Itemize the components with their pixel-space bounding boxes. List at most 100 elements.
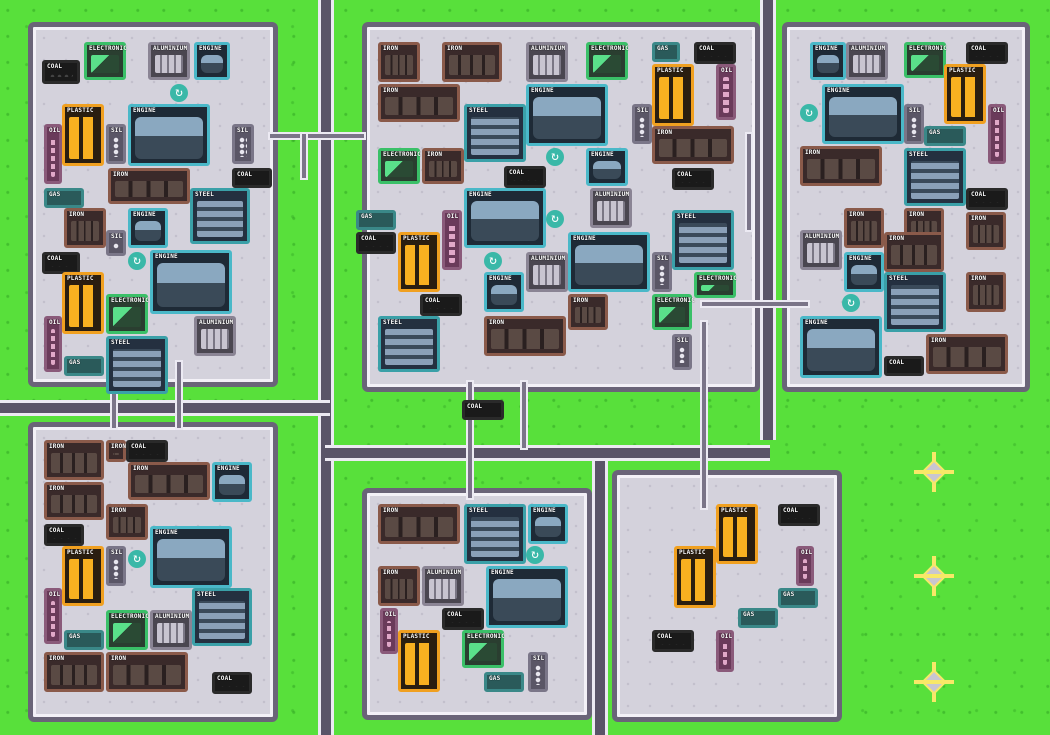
building-iron[interactable]: IRON	[108, 168, 190, 204]
building-sil[interactable]: SIL	[632, 104, 652, 144]
building-aluminium[interactable]: ALUMINIUM	[800, 230, 842, 270]
building-electronic[interactable]: ELECTRONIC	[106, 610, 149, 650]
building-aluminium[interactable]: ALUMINIUM	[194, 316, 236, 356]
building-coal[interactable]: COAL	[42, 60, 80, 84]
building-iron[interactable]: IRON	[652, 126, 734, 164]
building-steel[interactable]: STEEL	[192, 588, 252, 646]
building-aluminium[interactable]: ALUMINIUM	[846, 42, 888, 80]
building-engine[interactable]: ENGINE	[484, 272, 524, 312]
building-plastic[interactable]: PLASTIC	[62, 104, 104, 166]
building-oil[interactable]: OIL	[44, 316, 62, 372]
building-gas[interactable]: GAS	[44, 188, 84, 208]
building-coal[interactable]: COAL	[420, 294, 462, 316]
build-marker-icon[interactable]	[914, 452, 954, 492]
building-steel[interactable]: STEEL	[884, 272, 946, 332]
building-iron[interactable]: IRON	[44, 482, 104, 520]
building-sil[interactable]: SIL	[106, 230, 126, 256]
building-iron[interactable]: IRON	[64, 208, 106, 248]
building-sil[interactable]: SIL	[904, 104, 924, 144]
building-engine[interactable]: ENGINE	[486, 566, 568, 628]
building-iron[interactable]: IRON	[422, 148, 464, 184]
building-iron[interactable]: IRON	[378, 42, 420, 82]
building-coal[interactable]: COAL	[462, 400, 504, 420]
building-coal[interactable]: COAL	[212, 672, 252, 694]
building-gas[interactable]: GAS	[356, 210, 396, 230]
building-engine[interactable]: ENGINE	[526, 84, 608, 146]
building-iron[interactable]: IRON	[378, 566, 420, 606]
building-oil[interactable]: OIL	[716, 630, 734, 672]
building-steel[interactable]: STEEL	[672, 210, 734, 270]
building-engine[interactable]: ENGINE	[194, 42, 230, 80]
building-engine[interactable]: ENGINE	[586, 148, 628, 186]
building-plastic[interactable]: PLASTIC	[944, 64, 986, 124]
building-engine[interactable]: ENGINE	[128, 104, 210, 166]
building-iron[interactable]: IRON	[44, 652, 104, 692]
building-plastic[interactable]: PLASTIC	[62, 546, 104, 606]
building-oil[interactable]: OIL	[716, 64, 736, 120]
building-sil[interactable]: SIL	[106, 124, 126, 164]
building-plastic[interactable]: PLASTIC	[398, 232, 440, 292]
building-coal[interactable]: COAL	[966, 188, 1008, 210]
building-sil[interactable]: SIL	[652, 252, 672, 292]
building-engine[interactable]: ENGINE	[212, 462, 252, 502]
building-coal[interactable]: COAL	[672, 168, 714, 190]
building-steel[interactable]: STEEL	[378, 316, 440, 372]
building-gas[interactable]: GAS	[64, 630, 104, 650]
building-coal[interactable]: COAL	[42, 252, 80, 274]
building-steel[interactable]: STEEL	[464, 104, 526, 162]
building-aluminium[interactable]: ALUMINIUM	[422, 566, 464, 606]
building-iron[interactable]: IRON	[106, 440, 126, 462]
building-iron[interactable]: IRON	[378, 504, 460, 544]
building-engine[interactable]: ENGINE	[128, 208, 168, 248]
building-sil[interactable]: SIL	[672, 334, 692, 370]
building-engine[interactable]: ENGINE	[150, 250, 232, 314]
building-iron[interactable]: IRON	[106, 504, 148, 540]
building-iron[interactable]: IRON	[568, 294, 608, 330]
building-oil[interactable]: OIL	[988, 104, 1006, 164]
building-sil[interactable]: SIL	[528, 652, 548, 692]
building-coal[interactable]: COAL	[504, 166, 546, 188]
build-marker-icon[interactable]	[914, 556, 954, 596]
building-engine[interactable]: ENGINE	[150, 526, 232, 588]
building-iron[interactable]: IRON	[844, 208, 884, 248]
building-coal[interactable]: COAL	[232, 168, 272, 188]
building-iron[interactable]: IRON	[966, 272, 1006, 312]
building-coal[interactable]: COAL	[884, 356, 924, 376]
building-electronic[interactable]: ELECTRONIC	[106, 294, 149, 334]
building-electronic[interactable]: ELECTRONIC	[652, 294, 695, 330]
building-iron[interactable]: IRON	[800, 146, 882, 186]
build-marker-icon[interactable]	[914, 662, 954, 702]
building-steel[interactable]: STEEL	[464, 504, 526, 564]
building-plastic[interactable]: PLASTIC	[652, 64, 694, 126]
building-coal[interactable]: COAL	[778, 504, 820, 526]
building-coal[interactable]: COAL	[652, 630, 694, 652]
building-coal[interactable]: COAL	[356, 232, 396, 254]
building-gas[interactable]: GAS	[64, 356, 104, 376]
building-engine[interactable]: ENGINE	[464, 188, 546, 248]
building-oil[interactable]: OIL	[442, 210, 462, 270]
building-electronic[interactable]: ELECTRONIC	[462, 630, 505, 668]
building-plastic[interactable]: PLASTIC	[62, 272, 104, 334]
building-aluminium[interactable]: ALUMINIUM	[148, 42, 190, 80]
building-engine[interactable]: ENGINE	[800, 316, 882, 378]
building-engine[interactable]: ENGINE	[568, 232, 650, 292]
building-gas[interactable]: GAS	[652, 42, 680, 62]
building-electronic[interactable]: ELECTRONIC	[378, 148, 421, 184]
building-engine[interactable]: ENGINE	[822, 84, 904, 144]
building-iron[interactable]: IRON	[442, 42, 502, 82]
building-iron[interactable]: IRON	[966, 212, 1006, 250]
building-aluminium[interactable]: ALUMINIUM	[526, 252, 568, 292]
building-oil[interactable]: OIL	[796, 546, 814, 586]
building-aluminium[interactable]: ALUMINIUM	[590, 188, 632, 228]
building-electronic[interactable]: ELECTRONIC	[904, 42, 947, 78]
building-gas[interactable]: GAS	[778, 588, 818, 608]
building-sil[interactable]: SIL	[232, 124, 254, 164]
building-oil[interactable]: OIL	[380, 608, 398, 654]
building-engine[interactable]: ENGINE	[528, 504, 568, 544]
building-coal[interactable]: COAL	[966, 42, 1008, 64]
building-plastic[interactable]: PLASTIC	[674, 546, 716, 608]
building-iron[interactable]: IRON	[926, 334, 1008, 374]
building-sil[interactable]: SIL	[106, 546, 126, 586]
building-aluminium[interactable]: ALUMINIUM	[150, 610, 192, 650]
building-gas[interactable]: GAS	[738, 608, 778, 628]
